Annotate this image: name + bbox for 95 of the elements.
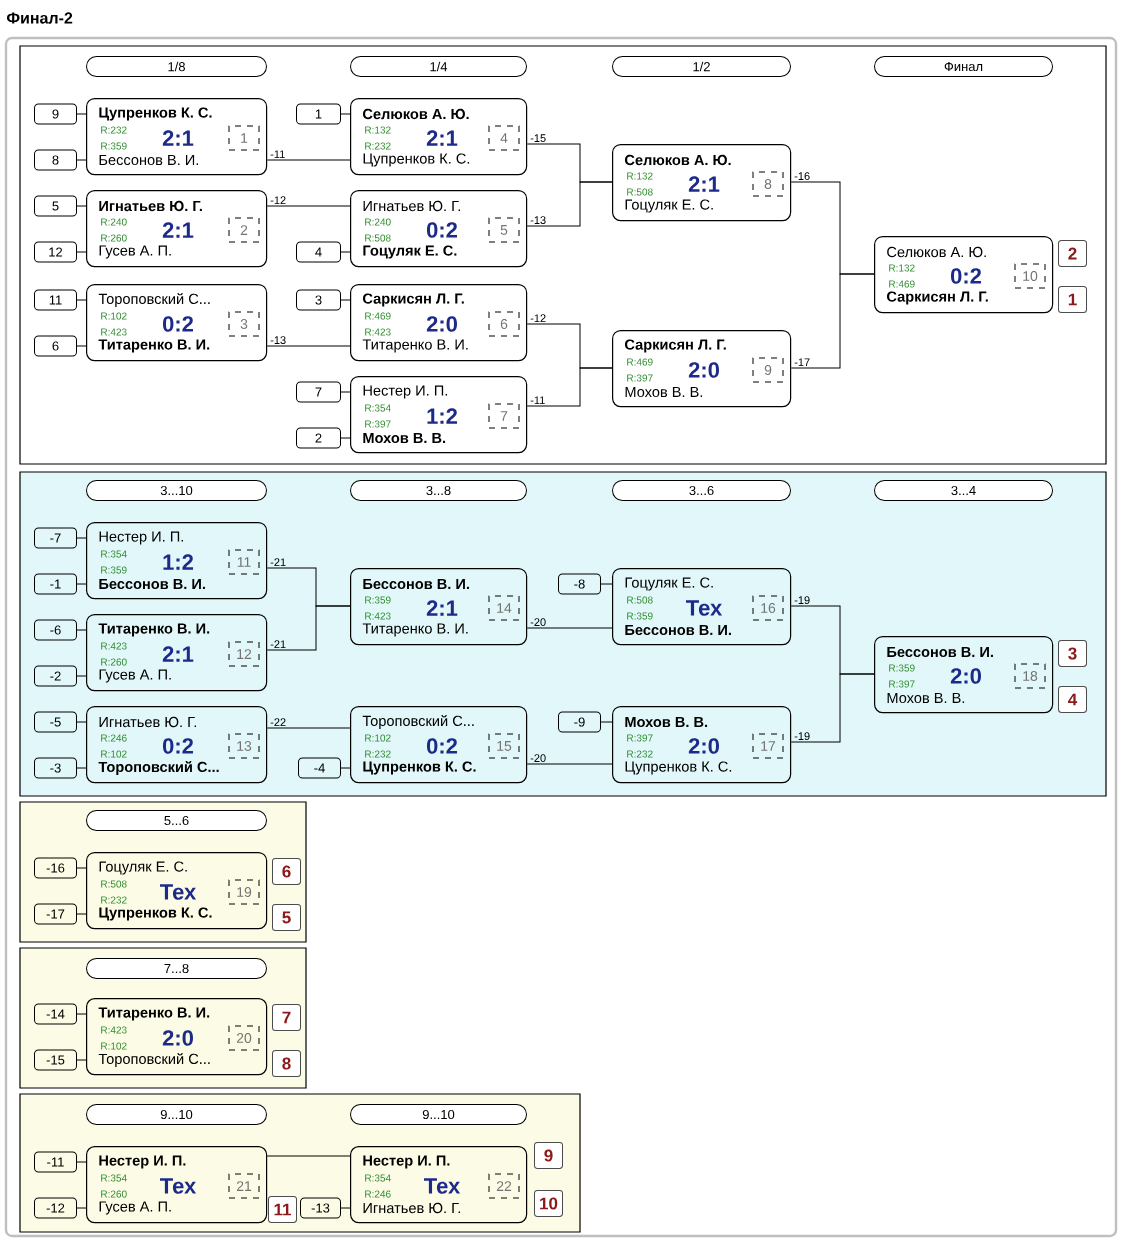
score: 0:2 (163, 738, 193, 754)
bracket-line (76, 1161, 87, 1163)
bracket-line (76, 159, 87, 161)
match-card (350, 376, 528, 454)
score: 0:2 (427, 222, 457, 238)
bracket-line (340, 1207, 351, 1209)
bracket-line (266, 159, 351, 161)
bracket-line (340, 437, 351, 439)
score: 2:1 (426, 600, 458, 616)
bracket-line (266, 605, 351, 651)
score: 2:1 (162, 130, 194, 146)
match-card (612, 706, 792, 784)
match-card (612, 568, 792, 646)
match-card (350, 706, 528, 784)
bracket-line (76, 205, 87, 207)
score: 2:1 (162, 222, 194, 238)
match-card (86, 284, 268, 362)
place-box: 2 (1058, 240, 1087, 267)
bracket-line (266, 1155, 351, 1157)
match-card (86, 998, 268, 1076)
bracket-line (340, 391, 351, 393)
place-box: 6 (272, 858, 301, 885)
place-box: 5 (272, 904, 301, 931)
bracket-line (76, 1207, 87, 1209)
title: Финал-2 (6, 12, 73, 24)
score: 2:0 (688, 738, 719, 754)
match-card (874, 236, 1054, 314)
bracket-line (76, 251, 87, 253)
match-card (350, 568, 528, 646)
place-box: 11 (268, 1196, 297, 1223)
bracket-line (340, 767, 351, 769)
bracket-line (526, 763, 613, 765)
bracket-line (76, 913, 87, 915)
match-card (350, 98, 528, 176)
place-box: 3 (1058, 640, 1087, 667)
bracket-line (266, 345, 351, 347)
match-card (86, 1146, 268, 1224)
match-card (350, 284, 528, 362)
bracket-line (76, 583, 87, 585)
place-box: 8 (272, 1050, 301, 1077)
bracket-line (76, 629, 87, 631)
bracket-line (790, 673, 875, 743)
bracket-line (76, 1013, 87, 1015)
place-box: 4 (1058, 686, 1087, 713)
match-card (350, 190, 528, 268)
match-card (86, 522, 268, 600)
match-card (874, 636, 1054, 714)
match-card (612, 144, 792, 222)
bracket-line (76, 113, 87, 115)
score: Тех (160, 884, 197, 900)
score: Тех (686, 600, 723, 616)
score: 2:0 (950, 668, 981, 684)
score: Тех (424, 1178, 461, 1194)
score: 2:1 (162, 646, 194, 662)
place-box: 7 (272, 1004, 301, 1031)
bracket-line (340, 113, 351, 115)
bracket-line (76, 345, 87, 347)
score: 2:0 (426, 316, 457, 332)
score: 2:0 (688, 362, 719, 378)
match-card (86, 190, 268, 268)
score: 2:1 (426, 130, 458, 146)
bracket-line (790, 273, 875, 369)
bracket-line (76, 299, 87, 301)
bracket-line (340, 251, 351, 253)
place-box: 10 (534, 1190, 563, 1217)
score: 2:0 (162, 1030, 193, 1046)
score: 0:2 (163, 316, 193, 332)
match-card (350, 1146, 528, 1224)
bracket-line (266, 205, 351, 207)
score: 0:2 (951, 268, 982, 284)
score: 1:2 (163, 554, 193, 570)
score: 1:2 (427, 408, 457, 424)
bracket-line (526, 627, 613, 629)
bracket-line (76, 721, 87, 723)
bracket-line (76, 1059, 87, 1061)
bracket-line (76, 867, 87, 869)
place-box: 1 (1058, 286, 1087, 313)
bracket-line (76, 767, 87, 769)
match-card (612, 330, 792, 408)
match-card (86, 98, 268, 176)
score: 0:2 (427, 738, 457, 754)
bracket-line (600, 583, 613, 585)
score: Тех (160, 1178, 197, 1194)
score: 2:1 (688, 176, 720, 192)
bracket-line (76, 675, 87, 677)
match-card (86, 852, 268, 930)
bracket-line (526, 181, 613, 227)
bracket-line (76, 537, 87, 539)
match-card (86, 614, 268, 692)
place-box: 9 (534, 1142, 563, 1169)
bracket-line (526, 367, 613, 407)
bracket-line (600, 721, 613, 723)
bracket-line (340, 299, 351, 301)
bracket-line (266, 727, 351, 729)
match-card (86, 706, 268, 784)
